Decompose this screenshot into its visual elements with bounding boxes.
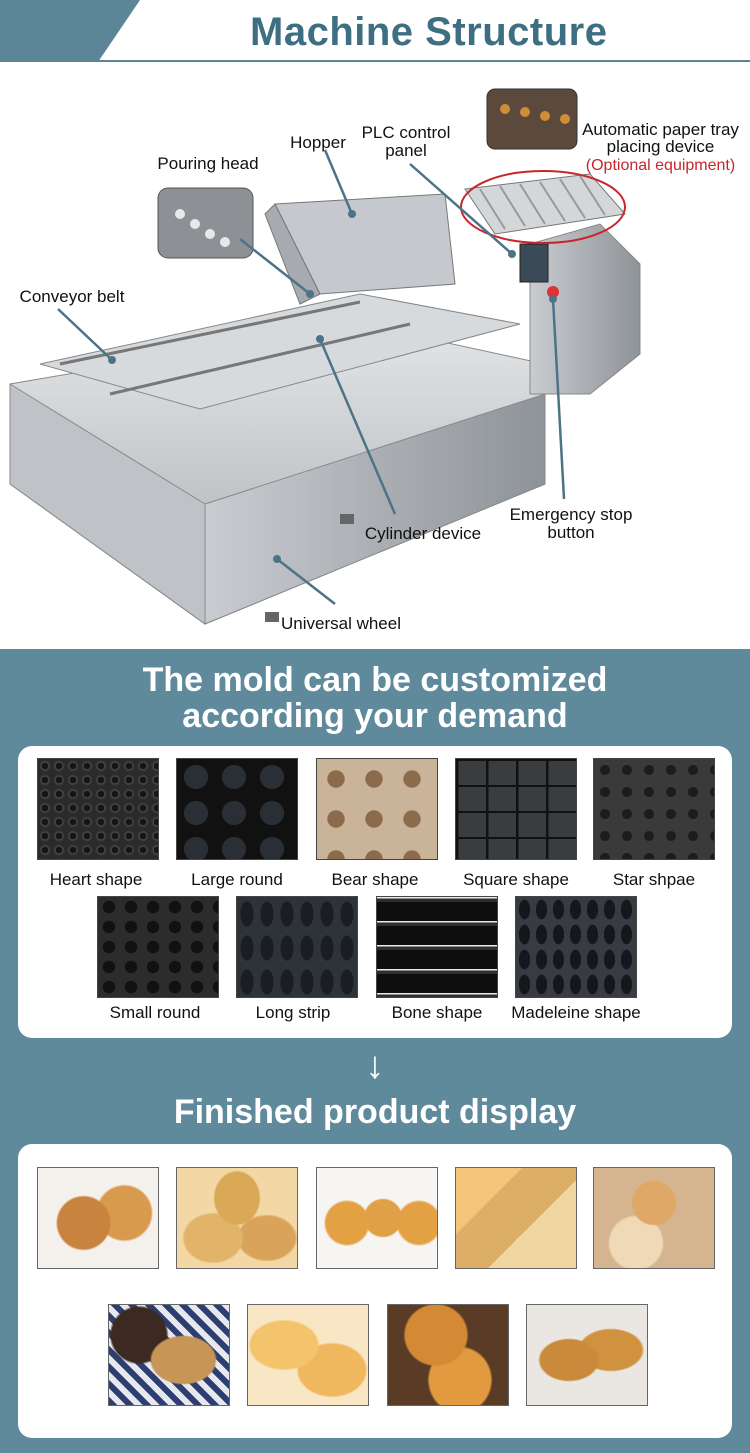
- mold-caption-small-round: Small round: [109, 1003, 201, 1022]
- product-heart-photo: [37, 1167, 159, 1269]
- label-universal-wheel: Universal wheel: [281, 614, 401, 633]
- label-pouring-head: Pouring head: [157, 154, 259, 173]
- mold-small-round-image: [97, 896, 219, 998]
- mold-heading-line1: The mold can be customized: [142, 661, 608, 699]
- mold-caption-square: Square shape: [463, 870, 569, 889]
- mold-caption-madeleine: Madeleine shape: [511, 1003, 641, 1022]
- mold-long-strip-image: [236, 896, 358, 998]
- label-conveyor-belt: Conveyor belt: [19, 287, 125, 306]
- product-long-strip-photo: [247, 1304, 369, 1406]
- mold-square-image: [455, 758, 577, 860]
- product-small-round-photo: [108, 1304, 230, 1406]
- finished-heading: Finished product display: [173, 1093, 577, 1131]
- machine-illustration: [9, 88, 641, 625]
- down-arrow-icon: ↓: [365, 1045, 385, 1087]
- page-header: Machine Structure: [0, 0, 750, 62]
- product-madeleine-photo: [526, 1304, 648, 1406]
- machine-diagram: Hopper PLC control panel Pouring head Au…: [0, 64, 750, 649]
- mold-caption-long-strip: Long strip: [255, 1003, 331, 1022]
- label-plc-line1: PLC control: [361, 123, 451, 142]
- mold-large-round-image: [176, 758, 298, 860]
- page-title: Machine Structure: [250, 10, 608, 54]
- mold-madeleine-image: [515, 896, 637, 998]
- label-paper-tray-line1: Automatic paper tray: [582, 120, 739, 139]
- mold-heart-image: [37, 758, 159, 860]
- product-square-photo: [455, 1167, 577, 1269]
- label-paper-tray-line2: placing device: [606, 137, 715, 156]
- product-bear-photo: [316, 1167, 438, 1269]
- mold-caption-heart: Heart shape: [49, 870, 143, 889]
- label-cylinder-device: Cylinder device: [364, 524, 482, 543]
- product-large-round-photo: [176, 1167, 298, 1269]
- mold-caption-bear: Bear shape: [331, 870, 419, 889]
- mold-bear-image: [316, 758, 438, 860]
- label-plc-line2: panel: [385, 141, 427, 160]
- mold-bone-image: [376, 896, 498, 998]
- product-star-photo: [593, 1167, 715, 1269]
- product-bone-photo: [387, 1304, 509, 1406]
- label-optional-equipment: (Optional equipment): [585, 157, 736, 174]
- mold-caption-star: Star shpae: [612, 870, 696, 889]
- mold-heading-line2: according your demand: [182, 697, 568, 735]
- label-hopper: Hopper: [290, 133, 346, 152]
- header-accent-tab: [0, 0, 140, 62]
- label-emergency-line1: Emergency stop: [509, 505, 633, 524]
- mold-caption-large-round: Large round: [191, 870, 283, 889]
- mold-star-image: [593, 758, 715, 860]
- label-emergency-line2: button: [547, 523, 595, 542]
- mold-caption-bone: Bone shape: [391, 1003, 483, 1022]
